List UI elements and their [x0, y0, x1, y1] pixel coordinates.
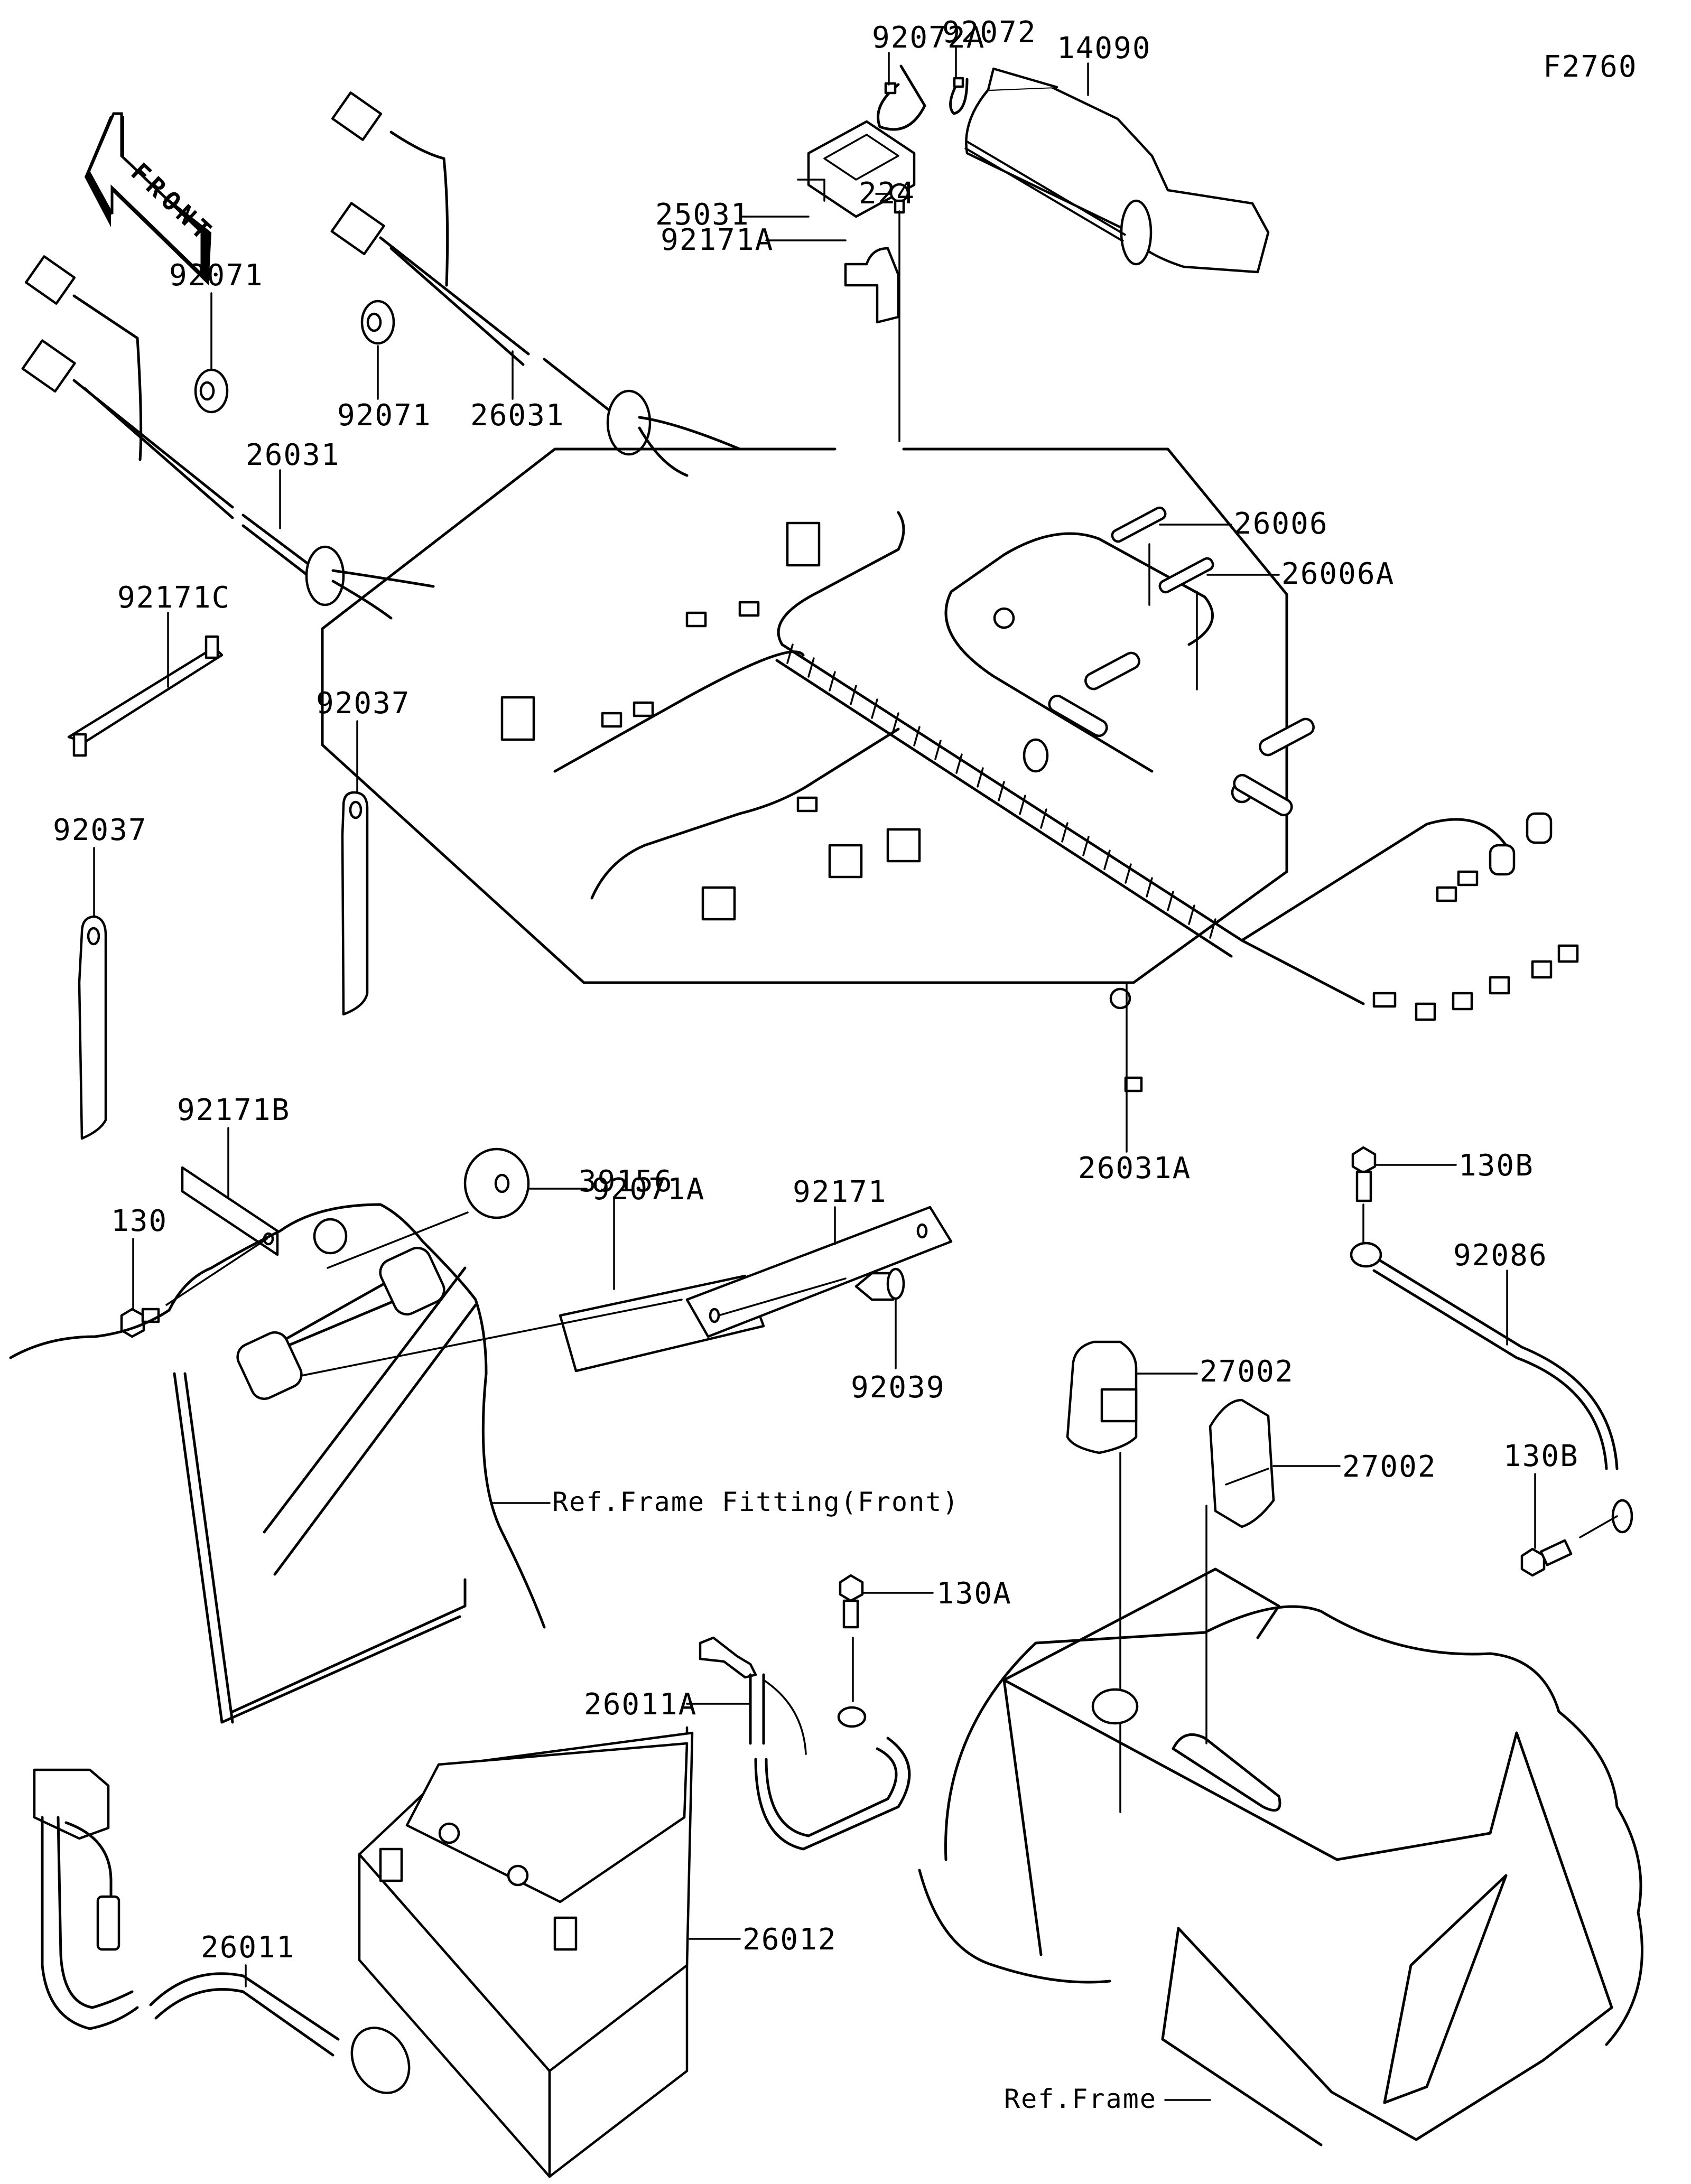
label-92171B: 92171B — [177, 1093, 290, 1127]
label-26011: 26011 — [201, 1930, 295, 1965]
label-92072A: 92072A — [872, 21, 985, 55]
part-92037-mid[interactable] — [341, 791, 369, 1016]
frame — [918, 1567, 1643, 2146]
label-26031A: 26031A — [1078, 1151, 1191, 1186]
part-92171[interactable] — [685, 1206, 953, 1338]
label-92071-mid: 92071 — [337, 398, 432, 433]
part-26006[interactable] — [1110, 506, 1167, 543]
part-27002-upper[interactable] — [1066, 1340, 1138, 1454]
part-130A[interactable] — [839, 1574, 864, 1629]
label-92171: 92171 — [793, 1175, 887, 1209]
part-26031-left[interactable] — [21, 255, 435, 620]
label-26031-mid: 26031 — [470, 398, 565, 433]
label-26006A: 26006A — [1281, 557, 1395, 591]
label-92037-mid: 92037 — [316, 686, 411, 721]
label-27002-upper: 27002 — [1200, 1355, 1294, 1389]
spiral-wrap — [786, 643, 1216, 939]
label-26012: 26012 — [742, 1922, 837, 1957]
label-27002-lower: 27002 — [1342, 1450, 1437, 1484]
part-92171A[interactable] — [844, 247, 900, 324]
label-130B-bottom: 130B — [1503, 1439, 1579, 1473]
label-14090: 14090 — [1057, 31, 1151, 66]
part-92071A[interactable] — [463, 1147, 530, 1219]
part-224[interactable] — [889, 183, 909, 214]
label-92086: 92086 — [1453, 1238, 1548, 1273]
label-130: 130 — [111, 1204, 168, 1238]
part-92072[interactable] — [949, 77, 969, 115]
label-39156: 39156 — [579, 1164, 673, 1199]
label-92071A: 92071A — [592, 1172, 705, 1207]
ref-frame: Ref.Frame — [1004, 2084, 1157, 2114]
part-92039[interactable] — [854, 1267, 905, 1301]
label-92071-left: 92071 — [169, 258, 264, 293]
part-26012[interactable] — [358, 1726, 694, 2178]
part-26031-mid[interactable] — [330, 91, 741, 477]
part-92071-mid[interactable] — [360, 300, 395, 345]
figure-code: F2760 — [1543, 50, 1638, 84]
part-92071-left[interactable] — [194, 368, 229, 414]
label-92171A: 92171A — [661, 223, 774, 257]
part-26011A[interactable] — [699, 1636, 911, 1851]
part-25031[interactable] — [797, 120, 916, 218]
label-25031: 25031 — [655, 198, 750, 232]
label-92171C: 92171C — [117, 581, 230, 615]
part-92037-left[interactable] — [78, 915, 107, 1140]
label-92037-left: 92037 — [53, 813, 147, 847]
part-26011[interactable] — [33, 1768, 421, 2103]
label-26006: 26006 — [1234, 507, 1328, 541]
label-92072: 92072 — [942, 15, 1037, 50]
part-130B-bottom[interactable] — [1520, 1539, 1573, 1577]
label-130A: 130A — [936, 1576, 1012, 1611]
part-130B-top[interactable] — [1351, 1146, 1377, 1202]
part-130[interactable] — [120, 1308, 160, 1338]
ref-frame-fitting-front: Ref.Frame Fitting(Front) — [552, 1487, 959, 1517]
label-130B-top: 130B — [1458, 1149, 1534, 1183]
part-92171B[interactable] — [181, 1166, 279, 1256]
part-26006A[interactable] — [1158, 556, 1214, 594]
part-26031A[interactable] — [321, 447, 1579, 1093]
part-14090[interactable] — [964, 67, 1270, 274]
part-92072A[interactable] — [877, 64, 926, 131]
label-92039: 92039 — [851, 1370, 945, 1405]
part-27002-lower[interactable] — [1209, 1398, 1275, 1528]
part-92171C[interactable] — [67, 635, 224, 757]
hatch-edge — [964, 141, 1127, 242]
frame-fitting-front — [9, 1203, 546, 1724]
label-26031-left: 26031 — [246, 438, 340, 472]
label-26011A: 26011A — [584, 1687, 697, 1722]
part-92086[interactable] — [1350, 1242, 1633, 1534]
